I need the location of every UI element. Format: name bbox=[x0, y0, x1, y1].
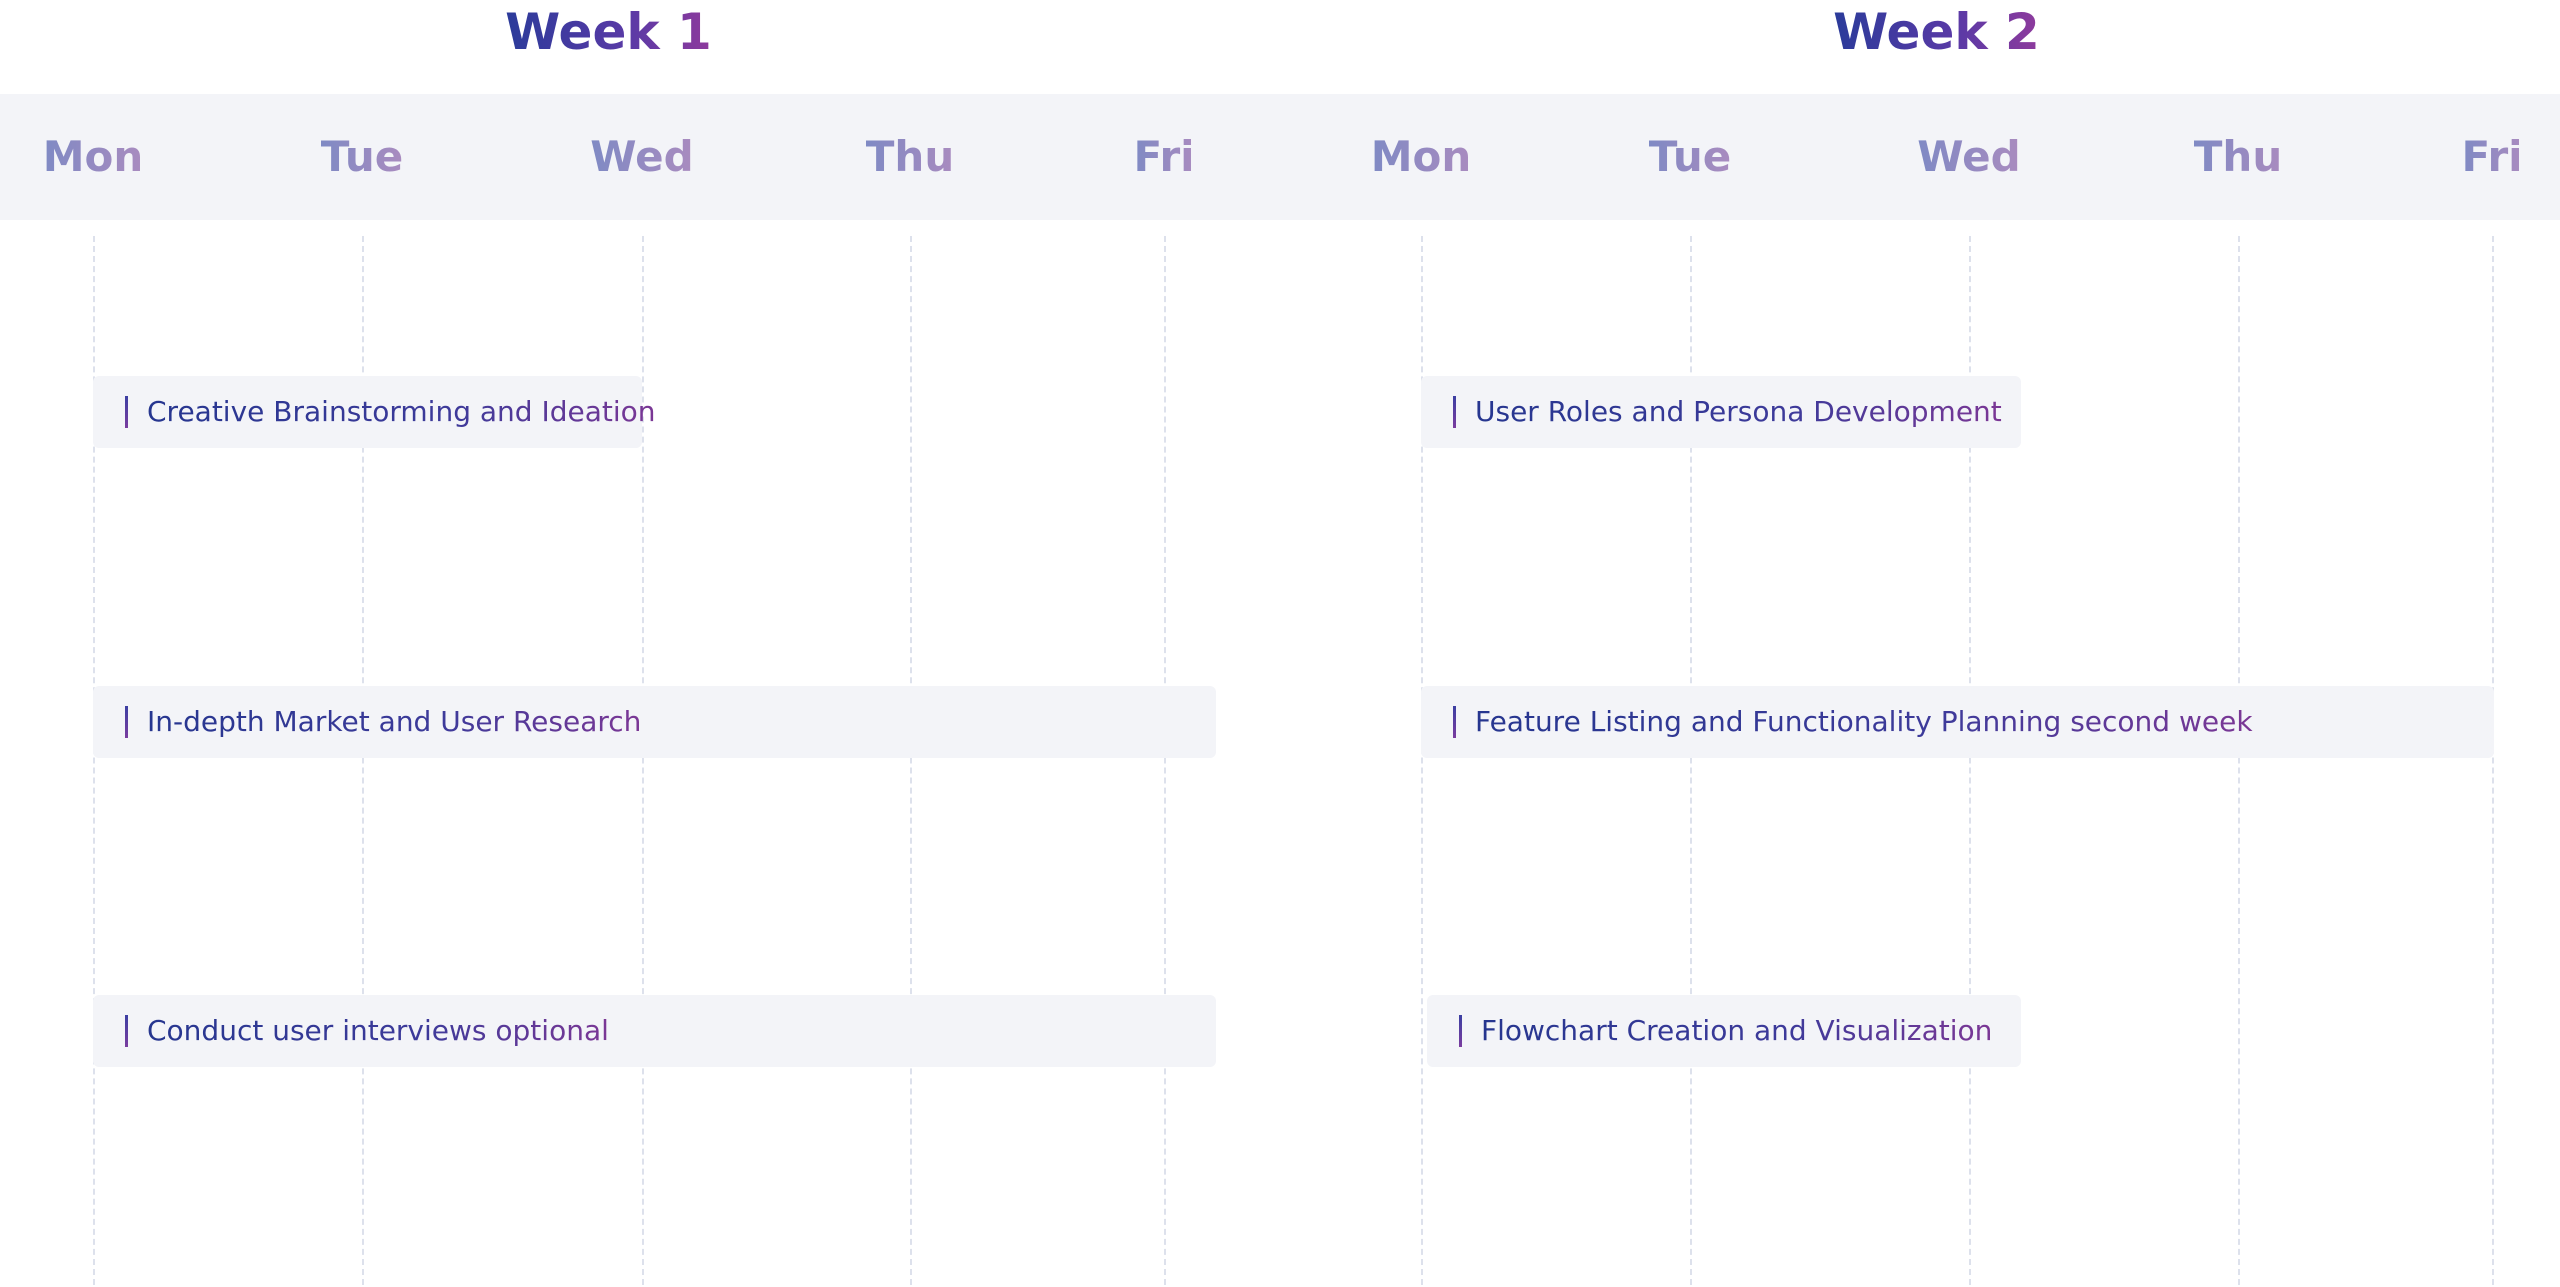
day-grid-line bbox=[1690, 236, 1692, 1285]
task-label: In-depth Market and User Research bbox=[147, 686, 641, 758]
task-bar[interactable]: Feature Listing and Functionality Planni… bbox=[1421, 686, 2494, 758]
day-header-band bbox=[0, 94, 2560, 220]
task-marker bbox=[125, 1015, 128, 1047]
day-header-thu: Thu bbox=[866, 94, 954, 220]
day-header-mon: Mon bbox=[1371, 94, 1472, 220]
task-bar[interactable]: Conduct user interviews optional bbox=[93, 995, 1216, 1067]
task-marker bbox=[1453, 396, 1456, 428]
day-grid-line bbox=[642, 236, 644, 1285]
task-label: User Roles and Persona Development bbox=[1475, 376, 2002, 448]
week-title: Week 1 bbox=[505, 0, 712, 64]
task-label: Conduct user interviews optional bbox=[147, 995, 609, 1067]
task-marker bbox=[125, 706, 128, 738]
task-bar[interactable]: Creative Brainstorming and Ideation bbox=[93, 376, 656, 448]
day-grid-line bbox=[1164, 236, 1166, 1285]
task-marker bbox=[125, 396, 128, 428]
day-grid-line bbox=[93, 236, 95, 1285]
task-label: Flowchart Creation and Visualization bbox=[1481, 995, 1992, 1067]
task-bar[interactable]: User Roles and Persona Development bbox=[1421, 376, 2021, 448]
day-header-mon: Mon bbox=[43, 94, 144, 220]
day-header-wed: Wed bbox=[590, 94, 693, 220]
task-marker bbox=[1453, 706, 1456, 738]
day-grid-line bbox=[1421, 236, 1423, 1285]
day-header-wed: Wed bbox=[1917, 94, 2020, 220]
task-bar[interactable]: In-depth Market and User Research bbox=[93, 686, 1216, 758]
day-grid-line bbox=[362, 236, 364, 1285]
day-grid-line bbox=[1969, 236, 1971, 1285]
task-bar[interactable]: Flowchart Creation and Visualization bbox=[1427, 995, 2021, 1067]
week-title: Week 2 bbox=[1833, 0, 2040, 64]
day-header-fri: Fri bbox=[2461, 94, 2522, 220]
task-label: Creative Brainstorming and Ideation bbox=[147, 376, 656, 448]
day-grid-line bbox=[910, 236, 912, 1285]
task-marker bbox=[1459, 1015, 1462, 1047]
day-grid-line bbox=[2492, 236, 2494, 1285]
day-grid-line bbox=[2238, 236, 2240, 1285]
day-header-tue: Tue bbox=[321, 94, 403, 220]
day-header-fri: Fri bbox=[1133, 94, 1194, 220]
task-label: Feature Listing and Functionality Planni… bbox=[1475, 686, 2253, 758]
day-header-tue: Tue bbox=[1649, 94, 1731, 220]
day-header-thu: Thu bbox=[2194, 94, 2282, 220]
